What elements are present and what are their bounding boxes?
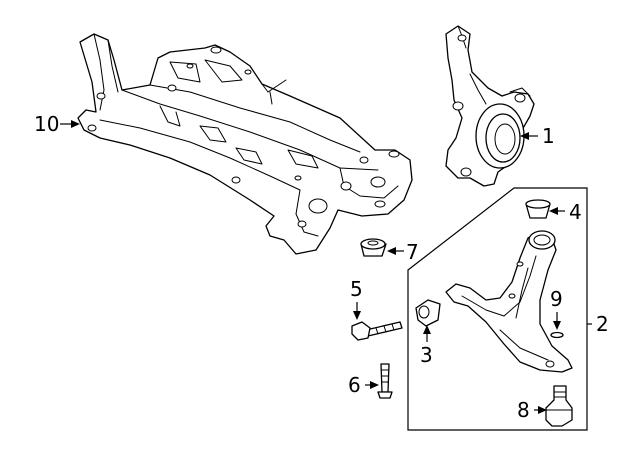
leader-arrow-9: [553, 321, 561, 330]
leader-arrow-1: [520, 132, 529, 140]
callout-6: 6: [348, 373, 379, 397]
callout-label-1: 1: [542, 124, 555, 148]
leader-arrow-3: [423, 325, 431, 334]
front-bushing: [415, 299, 441, 327]
callout-label-7: 7: [406, 240, 419, 264]
leader-arrow-7: [387, 247, 396, 255]
callout-7: 7: [387, 240, 419, 264]
callout-1: 1: [520, 124, 555, 148]
callout-3: 3: [420, 325, 433, 367]
callout-label-4: 4: [569, 200, 582, 224]
leader-arrow-10: [71, 120, 80, 128]
callout-4: 4: [549, 200, 582, 224]
lower-control-arm: [445, 230, 573, 373]
subframe-bolt: [377, 363, 393, 399]
assembly-frame: [407, 187, 588, 431]
leader-arrow-6: [370, 381, 379, 389]
callout-label-2: 2: [596, 312, 609, 336]
nut: [360, 238, 387, 257]
snap-ring: [550, 331, 564, 339]
ball-joint: [545, 385, 573, 427]
leader-arrow-5: [353, 311, 361, 320]
callout-2: 2: [587, 312, 609, 336]
callout-label-6: 6: [348, 373, 361, 397]
callout-9: 9: [550, 287, 563, 330]
leader-arrow-4: [549, 207, 558, 215]
callout-label-9: 9: [550, 287, 563, 311]
crossmember-subframe: [77, 33, 413, 255]
leader-arrow-8: [538, 406, 547, 414]
rear-bushing: [525, 199, 551, 219]
callout-label-3: 3: [420, 343, 433, 367]
callout-label-8: 8: [517, 398, 530, 422]
callout-label-5: 5: [350, 277, 363, 301]
callout-5: 5: [350, 277, 363, 320]
callout-10: 10: [34, 112, 80, 136]
steering-knuckle: [445, 25, 535, 187]
arm-bolt: [351, 321, 403, 341]
callout-8: 8: [517, 398, 547, 422]
lower-control-arm-group: 2 4: [407, 187, 609, 431]
callout-label-10: 10: [34, 112, 59, 136]
